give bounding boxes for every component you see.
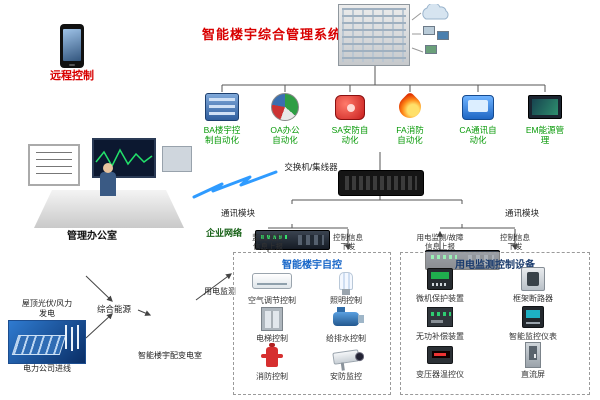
desk (34, 190, 184, 228)
auto-item-security: 安防监控 (311, 344, 381, 382)
circuit-breaker-icon (521, 267, 545, 291)
substation-label: 智能楼宇配变电室 (138, 351, 202, 360)
item-label: 变压器温控仪 (416, 370, 464, 379)
subsystem-ca: CA通讯自 动化 (448, 92, 508, 145)
comm-module-left-icon (255, 230, 330, 250)
device-item-relay: 微机保护装置 (400, 266, 480, 304)
air-conditioner-icon (252, 273, 292, 289)
monitoring-screen (92, 138, 156, 178)
device-item-breaker: 框架断路器 (493, 266, 573, 304)
item-label: 直流屏 (521, 370, 545, 379)
office-label: 管理办公室 (67, 231, 117, 242)
page-title: 智能楼宇综合管理系统 (202, 27, 343, 42)
flow-label-report: 监测/故障 信息上报 (251, 233, 285, 251)
fire-hydrant-icon (261, 343, 283, 367)
cctv-camera-icon (332, 349, 360, 365)
auto-item-air-conditioning: 空气调节控制 (237, 268, 307, 306)
light-bulb-icon (339, 272, 353, 295)
auto-item-elevator: 电梯控制 (237, 306, 307, 344)
device-item-dc: 直流屏 (493, 342, 573, 380)
subsystem-label: BA楼宇控 制自动化 (203, 125, 241, 146)
alarm-icon (335, 94, 365, 120)
communication-icon (462, 94, 494, 120)
auto-item-fire: 消防控制 (237, 343, 307, 382)
equipment-box (162, 146, 192, 172)
item-label: 消防控制 (256, 372, 288, 381)
comm-module-left-label: 通讯模块 (220, 208, 255, 218)
item-label: 微机保护装置 (416, 294, 464, 303)
pv-wind-image (8, 320, 86, 364)
flow-label-report: 用电监测/故障 信息上报 (416, 233, 464, 251)
remote-control-label: 远程控制 (50, 70, 94, 82)
item-label: 智能监控仪表 (509, 332, 557, 341)
management-office-image (20, 136, 198, 228)
subsystem-ba: BA楼宇控 制自动化 (192, 92, 252, 145)
item-label: 电梯控制 (256, 334, 288, 343)
smartphone-icon (60, 24, 84, 68)
network-switch-icon (338, 170, 424, 196)
flow-label-control: 控制信息 下发 (500, 233, 530, 251)
peripheral-device-icon (423, 26, 435, 35)
elevator-icon (261, 307, 283, 331)
subsystem-label: EM能源管 理 (525, 125, 565, 146)
server-icon (205, 93, 239, 121)
subsystem-oa: OA办公 自动化 (255, 92, 315, 145)
pv-wind-label: 屋顶光伏/风力 发电 (21, 299, 73, 318)
item-label: 空气调节控制 (248, 296, 296, 305)
item-label: 无功补偿装置 (416, 332, 464, 341)
lightning-bolt-icon (192, 170, 278, 199)
topology-lines (221, 12, 546, 229)
protection-relay-icon (427, 268, 453, 290)
power-monitor-label: 用电监测 (204, 287, 236, 296)
building-automation-group: 智能楼宇自控 (233, 252, 391, 395)
waveform-icon (95, 148, 153, 168)
auto-item-lighting: 照明控制 (311, 268, 381, 306)
subsystem-sa: SA安防自 动化 (320, 92, 380, 145)
switch-label: 交换机/集线器 (284, 162, 338, 172)
auto-item-water: 给排水控制 (311, 306, 381, 344)
temperature-controller-icon (427, 346, 453, 364)
operator-person (100, 163, 116, 196)
flow-label-control: 控制信息 下发 (333, 233, 363, 251)
server-rack-icon (338, 4, 410, 66)
group-title: 用电监测控制设备 (455, 260, 535, 271)
item-label: 安防监控 (330, 372, 362, 381)
whiteboard (28, 144, 80, 186)
device-item-temp: 变压器温控仪 (400, 342, 480, 380)
group-title: 智能楼宇自控 (282, 260, 342, 271)
water-pump-icon (333, 307, 364, 326)
item-label: 给排水控制 (326, 334, 366, 343)
subsystem-em: EM能源管 理 (515, 92, 575, 145)
energy-monitor-icon (528, 95, 562, 119)
rack-grid (342, 8, 406, 62)
integrated-energy-label: 综合能源 (96, 304, 131, 314)
grid-line-label: 电力公司进线 (23, 364, 71, 373)
fire-icon (394, 91, 426, 123)
monitor-meter-icon (522, 306, 544, 328)
item-label: 照明控制 (330, 296, 362, 305)
enterprise-network-label: 企业网络 (205, 228, 242, 238)
subsystem-label: CA通讯自 动化 (459, 125, 497, 146)
comm-module-right-label: 通讯模块 (504, 208, 539, 218)
item-label: 框架断路器 (513, 294, 553, 303)
subsystem-label: SA安防自 动化 (331, 125, 369, 146)
compensation-device-icon (427, 307, 453, 327)
peripheral-device-icon (425, 45, 437, 54)
peripheral-device-icon (437, 31, 449, 40)
subsystem-label: OA办公 自动化 (270, 125, 300, 146)
device-item-compensation: 无功补偿装置 (400, 304, 480, 342)
device-item-meter: 智能监控仪表 (493, 304, 573, 342)
subsystem-label: FA消防 自动化 (396, 125, 424, 146)
pie-chart-icon (271, 93, 299, 121)
cloud-icon (422, 4, 449, 20)
dc-panel-icon (525, 342, 541, 368)
subsystem-fa: FA消防 自动化 (380, 91, 440, 146)
